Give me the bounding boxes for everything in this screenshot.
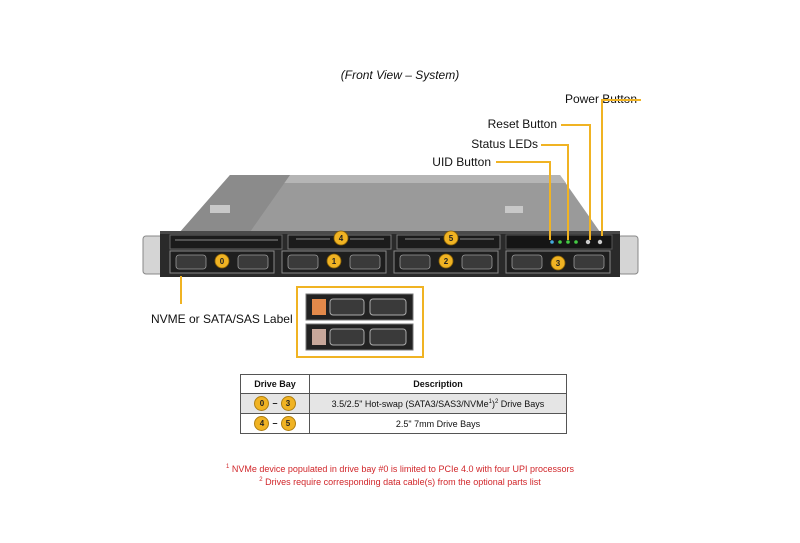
- bay-description: 3.5/2.5" Hot-swap (SATA3/SAS3/NVMe1)2 Dr…: [309, 393, 567, 414]
- footnote-1: 1 NVMe device populated in drive bay #0 …: [225, 464, 574, 474]
- bay-badge-1: 1: [332, 257, 337, 266]
- table-header-drive-bay: Drive Bay: [240, 374, 310, 394]
- reset-button-label: Reset Button: [487, 117, 557, 131]
- bay-description: 2.5" 7mm Drive Bays: [309, 413, 567, 434]
- status-leds-label: Status LEDs: [471, 137, 538, 151]
- drive-label-inset: [296, 286, 424, 358]
- footnote-2: 2 Drives require corresponding data cabl…: [259, 477, 541, 487]
- table-row: 0–3 3.5/2.5" Hot-swap (SATA3/SAS3/NVMe1)…: [240, 393, 567, 414]
- bay-badge-2: 2: [444, 257, 449, 266]
- bay-range: 4–5: [240, 413, 310, 434]
- bay-badge: 5: [280, 416, 296, 431]
- diagram-title: (Front View – System): [340, 68, 460, 82]
- bay-badge: 0: [254, 396, 270, 411]
- bay-badge-5: 5: [449, 234, 454, 243]
- bay-badge-0: 0: [220, 257, 225, 266]
- drive-label-detail: [305, 293, 414, 351]
- bay-range: 0–3: [240, 393, 310, 414]
- drive-bay-table: Drive Bay Description 0–3 3.5/2.5" Hot-s…: [240, 374, 567, 434]
- power-button-label: Power Button: [564, 92, 637, 106]
- uid-button-label: UID Button: [432, 155, 491, 169]
- bay-badge-4: 4: [339, 234, 344, 243]
- table-row: 4–5 2.5" 7mm Drive Bays: [240, 413, 567, 434]
- bay-badge: 3: [280, 396, 296, 411]
- bay-badge: 4: [254, 416, 270, 431]
- table-header-description: Description: [309, 374, 567, 394]
- drive-label-callout: NVME or SATA/SAS Label: [151, 312, 293, 326]
- bay-badge-3: 3: [556, 259, 561, 268]
